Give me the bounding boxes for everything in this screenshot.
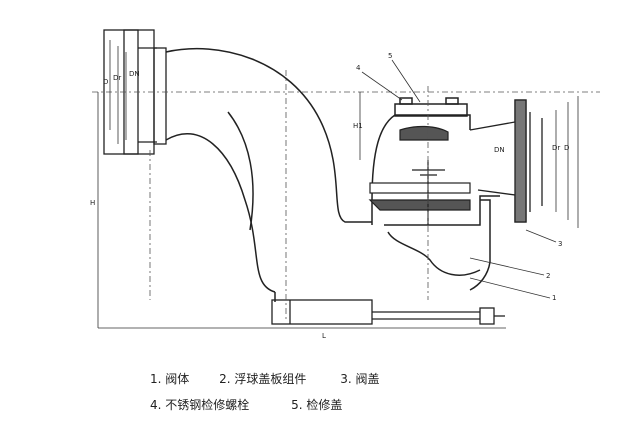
float-cover-assembly: [368, 125, 471, 225]
callout-3: 3: [558, 240, 562, 248]
dim-label-dr-left: Dr: [113, 74, 121, 82]
center-lines: [92, 70, 600, 320]
callout-5: 5: [388, 52, 392, 60]
legend-num: 5.: [291, 398, 303, 412]
outlet-flange: [469, 99, 543, 223]
dim-label-dn-left: DN: [129, 70, 140, 78]
dim-label-h: H: [90, 199, 95, 207]
callout-2: 2: [546, 272, 550, 280]
legend-row-2: 4. 不锈钢检修螺栓 5. 检修盖: [150, 392, 570, 418]
parts-legend: 1. 阀体 2. 浮球盖板组件 3. 阀盖 4. 不锈钢检修螺栓 5. 检修盖: [150, 366, 570, 418]
dim-label-dr-right: Dr: [552, 144, 560, 152]
leader-lines: [361, 59, 557, 299]
legend-text: 阀盖: [355, 372, 380, 386]
base-block: [271, 299, 505, 325]
legend-text: 不锈钢检修螺栓: [165, 398, 250, 412]
legend-item-4: 4. 不锈钢检修螺栓: [150, 392, 249, 418]
dim-label-d-left: D: [103, 78, 108, 86]
dimension-lines: [97, 40, 579, 329]
callout-1: 1: [552, 294, 556, 302]
dim-label-h1: H1: [353, 122, 363, 130]
legend-num: 2.: [219, 372, 231, 386]
legend-item-3: 3. 阀盖: [340, 366, 379, 392]
dim-label-l: L: [322, 332, 326, 340]
legend-text: 浮球盖板组件: [234, 372, 307, 386]
legend-num: 1.: [150, 372, 162, 386]
dim-label-dn-right: DN: [494, 146, 505, 154]
legend-text: 阀体: [165, 372, 190, 386]
legend-num: 4.: [150, 398, 162, 412]
legend-text: 检修盖: [306, 398, 343, 412]
valve-body-pipe: [165, 48, 372, 302]
legend-item-5: 5. 检修盖: [291, 392, 342, 418]
legend-item-2: 2. 浮球盖板组件: [219, 366, 306, 392]
legend-item-1: 1. 阀体: [150, 366, 189, 392]
valve-chamber: [371, 97, 500, 291]
legend-num: 3.: [340, 372, 352, 386]
dim-label-d-right: D: [564, 144, 569, 152]
callout-4: 4: [356, 64, 361, 72]
legend-row-1: 1. 阀体 2. 浮球盖板组件 3. 阀盖: [150, 366, 570, 392]
